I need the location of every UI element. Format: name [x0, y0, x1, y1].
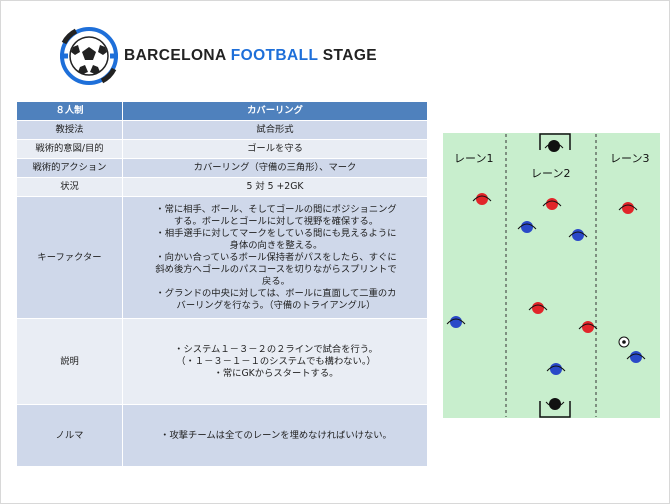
key-factor-line: ・相手選手に対してマークをしている間にも見えるように — [155, 227, 397, 239]
key-factor-line: バーリングを行なう。（守備のトライアングル） — [176, 299, 376, 311]
row-value: カバーリング（守備の三角形）、マーク — [122, 158, 428, 178]
red-player — [472, 193, 492, 205]
explanation-label: 説明 — [16, 318, 123, 405]
blue-player — [446, 316, 466, 328]
blue-player — [626, 351, 646, 363]
key-factor-line: ・向かい合っているボール保持者がパスをしたら、すぐに — [155, 251, 397, 263]
explanation-text: ・システム１－３－２の２ラインで試合を行う。 （・１－３－１－１のシステムでも構… — [122, 318, 428, 405]
quota-row: ノルマ ・攻撃チームは全てのレーンを埋めなければいけない。 — [16, 404, 428, 467]
bottom-goal — [539, 401, 571, 418]
lane-3-label: レーン3 — [610, 152, 649, 165]
top-goal — [539, 133, 571, 150]
key-factor-label: キーファクター — [16, 196, 123, 319]
row-label: 教授法 — [16, 120, 123, 140]
brand-part1: BARCELONA — [124, 47, 231, 64]
row-value: ゴールを守る — [122, 139, 428, 159]
brand-title: BARCELONA FOOTBALL STAGE — [124, 47, 377, 65]
quota-text: ・攻撃チームは全てのレーンを埋めなければいけない。 — [122, 404, 428, 467]
red-player — [542, 198, 562, 210]
table-row: 戦術的意図/目的 ゴールを守る — [16, 139, 428, 159]
row-value: 5 対 5 +2GK — [122, 177, 428, 197]
explanation-line: ・システム１－３－２の２ラインで試合を行う。 — [174, 343, 378, 355]
key-factor-line: ・グランドの中央に対しては、ボールに直面して二重のカ — [155, 287, 397, 299]
brand-accent: FOOTBALL — [230, 47, 319, 64]
key-factor-text: ・常に相手、ボール、そしてゴールの間にポジショニング する。ボールとゴールに対し… — [122, 196, 428, 319]
key-factor-line: ・常に相手、ボール、そしてゴールの間にポジショニング — [155, 203, 397, 215]
row-label: 戦術的意図/目的 — [16, 139, 123, 159]
table-row: 教授法 試合形式 — [16, 120, 428, 140]
red-player — [578, 321, 598, 333]
quota-line: ・攻撃チームは全てのレーンを埋めなければいけない。 — [160, 429, 392, 441]
quota-label: ノルマ — [16, 404, 123, 467]
row-label: 状況 — [16, 177, 123, 197]
lane-2-label: レーン2 — [531, 167, 570, 180]
ball-icon — [618, 336, 630, 348]
key-factor-line: 身体の向きを整える。 — [229, 239, 323, 251]
table-header-label: ８人制 — [16, 101, 123, 121]
key-factor-line: 戻る。 — [262, 275, 290, 287]
lane-1-label: レーン1 — [454, 152, 493, 165]
pitch-diagram: レーン1 レーン2 レーン3 — [442, 132, 661, 419]
goalkeeper-top — [544, 140, 564, 152]
brand-part2: STAGE — [318, 47, 378, 64]
soccer-ball-logo-icon — [60, 27, 118, 85]
table-header-value: カバーリング — [122, 101, 428, 121]
explanation-row: 説明 ・システム１－３－２の２ラインで試合を行う。 （・１－３－１－１のシステム… — [16, 318, 428, 405]
blue-player — [568, 229, 588, 241]
key-factor-line: 斜め後方へゴールのパスコースを切りながらスプリントで — [155, 263, 397, 275]
blue-player — [546, 363, 566, 375]
goalkeeper-bottom — [545, 398, 565, 410]
red-player — [528, 302, 548, 314]
explanation-line: ・常にGKからスタートする。 — [213, 367, 339, 379]
drill-spec-table: ８人制 カバーリング 教授法 試合形式 戦術的意図/目的 ゴールを守る 戦術的ア… — [16, 101, 428, 467]
key-factor-row: キーファクター ・常に相手、ボール、そしてゴールの間にポジショニング する。ボー… — [16, 196, 428, 319]
key-factor-line: する。ボールとゴールに対して視野を確保する。 — [173, 215, 379, 227]
table-row: 戦術的アクション カバーリング（守備の三角形）、マーク — [16, 158, 428, 178]
blue-player — [517, 221, 537, 233]
red-player — [618, 202, 638, 214]
row-label: 戦術的アクション — [16, 158, 123, 178]
table-row: 状況 5 対 5 +2GK — [16, 177, 428, 197]
row-value: 試合形式 — [122, 120, 428, 140]
explanation-line: （・１－３－１－１のシステムでも構わない。） — [176, 355, 376, 367]
table-header-row: ８人制 カバーリング — [16, 101, 428, 121]
